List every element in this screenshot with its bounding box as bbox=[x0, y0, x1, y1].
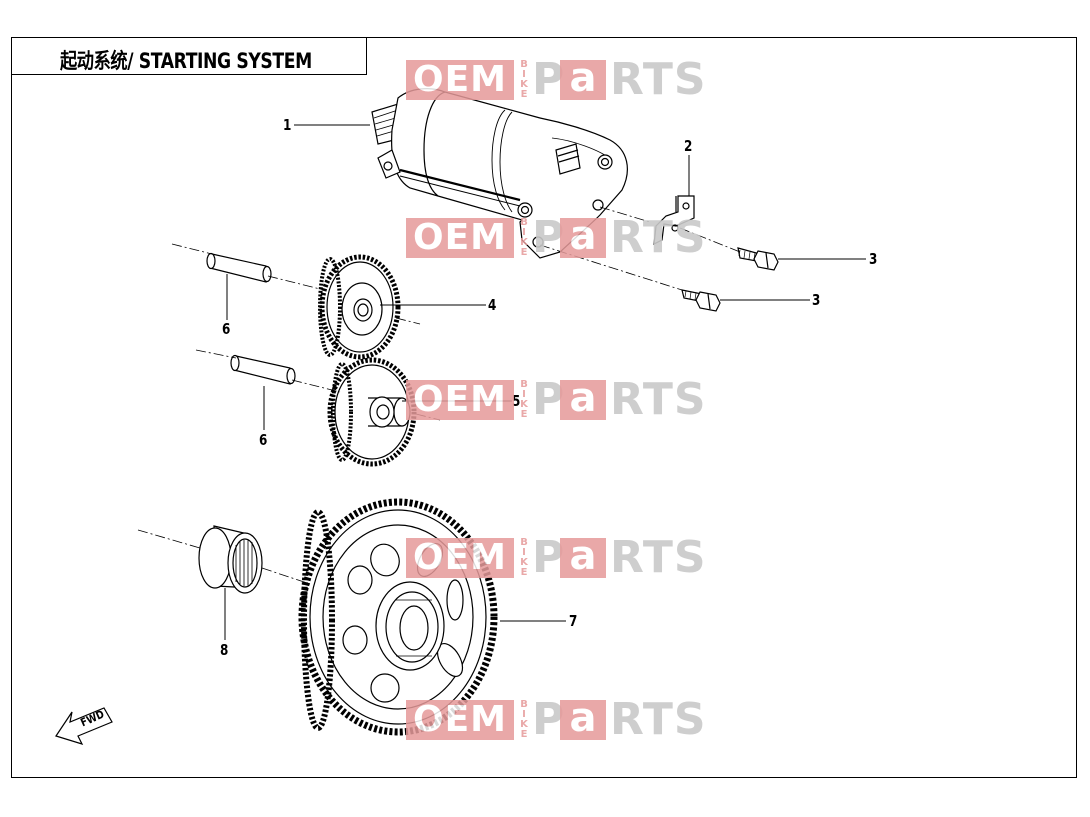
callout-6-lower: 6 bbox=[259, 431, 268, 449]
callout-8: 8 bbox=[220, 641, 229, 659]
reduction-gear[interactable] bbox=[327, 357, 417, 467]
starter-clutch-gear[interactable] bbox=[298, 498, 498, 736]
fwd-arrow-icon bbox=[55, 707, 113, 745]
bolt-upper[interactable] bbox=[737, 247, 779, 271]
callout-3-lower: 3 bbox=[812, 291, 821, 309]
diagram-frame bbox=[11, 37, 1077, 778]
callout-7: 7 bbox=[569, 612, 578, 630]
callout-2: 2 bbox=[684, 137, 693, 155]
needle-bearing[interactable] bbox=[198, 525, 263, 594]
idle-gear[interactable] bbox=[318, 254, 401, 360]
starter-motor[interactable] bbox=[371, 88, 628, 259]
bracket[interactable] bbox=[653, 195, 695, 246]
shaft-lower[interactable] bbox=[230, 354, 296, 385]
callout-3-upper: 3 bbox=[869, 250, 878, 268]
shaft-upper[interactable] bbox=[206, 252, 272, 283]
callout-6-upper: 6 bbox=[222, 320, 231, 338]
bolt-lower[interactable] bbox=[681, 289, 721, 312]
callout-1: 1 bbox=[283, 116, 292, 134]
callout-4: 4 bbox=[488, 296, 497, 314]
title-box: 起动系统/ STARTING SYSTEM bbox=[11, 37, 367, 75]
callout-5: 5 bbox=[512, 392, 521, 410]
page-title: 起动系统/ STARTING SYSTEM bbox=[60, 49, 312, 73]
